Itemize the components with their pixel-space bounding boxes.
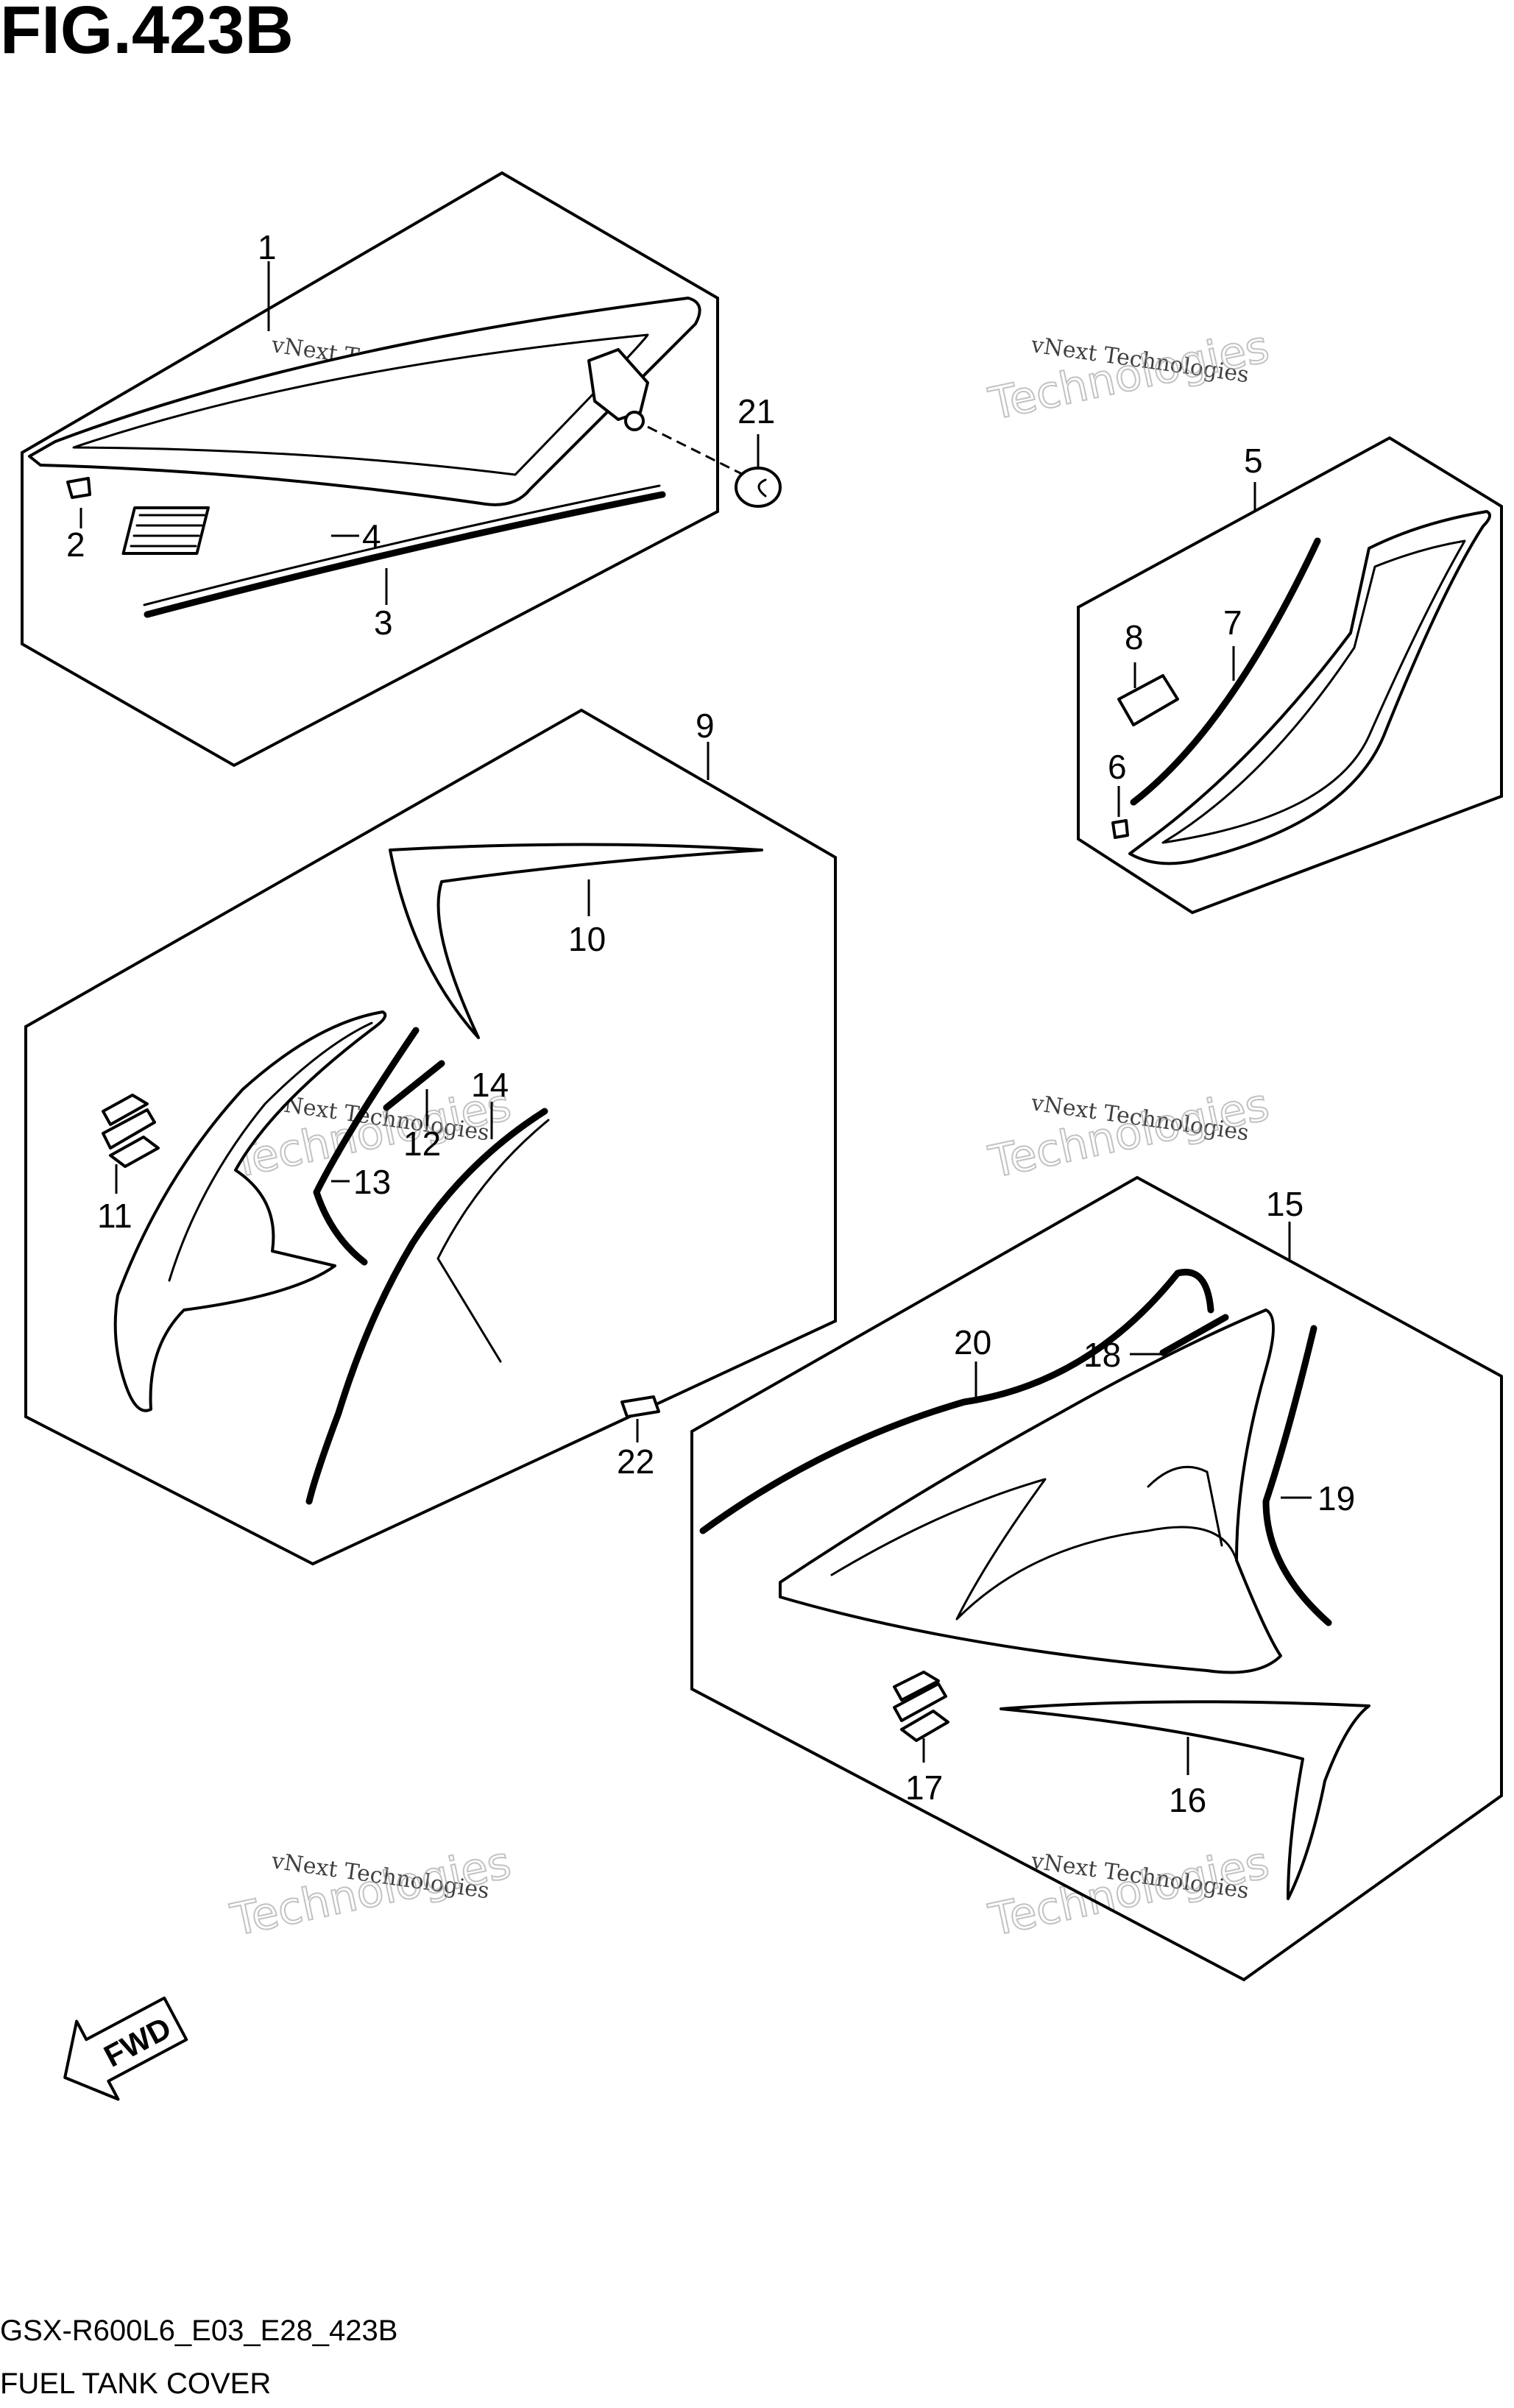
part-18-strip [1159, 1314, 1229, 1356]
part-19-strip [1262, 1325, 1332, 1626]
callout-18: 18 [1083, 1336, 1121, 1374]
watermark-mid-right: vNext Technologies Technologies [984, 1078, 1275, 1189]
part-4-texture [130, 514, 206, 548]
callout-8: 8 [1125, 618, 1144, 656]
part-14-strip [305, 1108, 548, 1505]
part-9-cover [113, 1010, 387, 1412]
callout-19: 19 [1317, 1479, 1355, 1518]
group-15-box [690, 1175, 1503, 1982]
part-5-cover [1128, 510, 1491, 865]
callout-9: 9 [696, 707, 715, 745]
callout-3: 3 [374, 603, 393, 642]
part-16-stripe [1000, 1700, 1370, 1900]
callout-21: 21 [737, 392, 775, 431]
callout-11: 11 [97, 1197, 132, 1235]
part-20-strip [699, 1269, 1214, 1534]
callout-13: 13 [353, 1163, 391, 1201]
callout-12: 12 [403, 1125, 441, 1163]
watermark-top-right: vNext Technologies Technologies [984, 320, 1275, 431]
assembly-group-15: 15 20 18 19 16 17 [690, 1175, 1503, 1982]
part-12-strip [383, 1060, 445, 1111]
part-3-trim-strip [144, 491, 666, 618]
leader-21-dashed [647, 425, 744, 476]
svg-text:Technologies: Technologies [227, 1837, 516, 1947]
part-10-stripe [389, 843, 763, 1039]
callout-22: 22 [617, 1442, 654, 1481]
callout-14: 14 [471, 1066, 509, 1104]
part-13-strip [313, 1027, 420, 1266]
part-1-clip-pin [624, 411, 645, 431]
part-22-pad-icon [620, 1395, 660, 1418]
part-2-pad-icon [66, 477, 91, 499]
part-15-cover-contour [1147, 1465, 1223, 1547]
part-11-emblem-icon [102, 1094, 160, 1168]
callout-4: 4 [362, 517, 381, 556]
part-6-pad-icon [1111, 819, 1129, 839]
group-1-box [21, 171, 719, 768]
group-9-box [24, 708, 837, 1566]
fwd-arrow: FWD [63, 1996, 188, 2101]
callout-15: 15 [1266, 1185, 1303, 1223]
callout-7: 7 [1223, 603, 1242, 642]
part-17-emblem-icon [893, 1671, 949, 1742]
svg-text:Technologies: Technologies [985, 1079, 1274, 1189]
part-3-trim-edge [143, 484, 661, 606]
callout-6: 6 [1108, 748, 1127, 786]
callout-5: 5 [1244, 442, 1263, 480]
callout-20: 20 [954, 1323, 991, 1361]
group-5-box [1077, 436, 1503, 915]
assembly-group-5: 5 7 8 6 [1077, 436, 1503, 915]
part-9-cover-contour [168, 1021, 373, 1282]
watermark-bottom-right: vNext Technologies Technologies [984, 1836, 1275, 1947]
model-code: GSX-R600L6_E03_E28_423B [0, 2315, 397, 2347]
part-1-cover [28, 297, 701, 506]
svg-text:Technologies: Technologies [985, 1837, 1274, 1947]
part-14-inner [436, 1119, 550, 1363]
figure-title: FIG.423B [0, 0, 294, 68]
fwd-arrow-icon [63, 1996, 188, 2101]
section-name: FUEL TANK COVER [0, 2368, 271, 2400]
assembly-group-9: 9 10 11 12 13 14 [24, 707, 837, 1566]
callout-16: 16 [1169, 1781, 1206, 1819]
part-5-cover-inner [1161, 539, 1466, 844]
callout-17: 17 [905, 1768, 943, 1807]
part-1-clip [587, 348, 649, 421]
part-15-cover-inner [830, 1478, 1238, 1621]
svg-text:Technologies: Technologies [985, 321, 1274, 431]
callout-10: 10 [568, 920, 606, 958]
part-21-grommet-c [757, 478, 767, 497]
part-22-group: 22 [617, 1395, 660, 1481]
assembly-group-1: 1 2 3 4 21 [21, 171, 782, 768]
part-7-strip [1130, 537, 1321, 806]
callout-2: 2 [66, 525, 85, 564]
callout-1: 1 [258, 228, 277, 266]
watermark-bottom-left: vNext Technologies Technologies [226, 1836, 517, 1947]
part-8-decal-icon [1117, 674, 1179, 726]
part-15-cover [779, 1309, 1282, 1674]
part-4-reflector-icon [121, 506, 211, 555]
